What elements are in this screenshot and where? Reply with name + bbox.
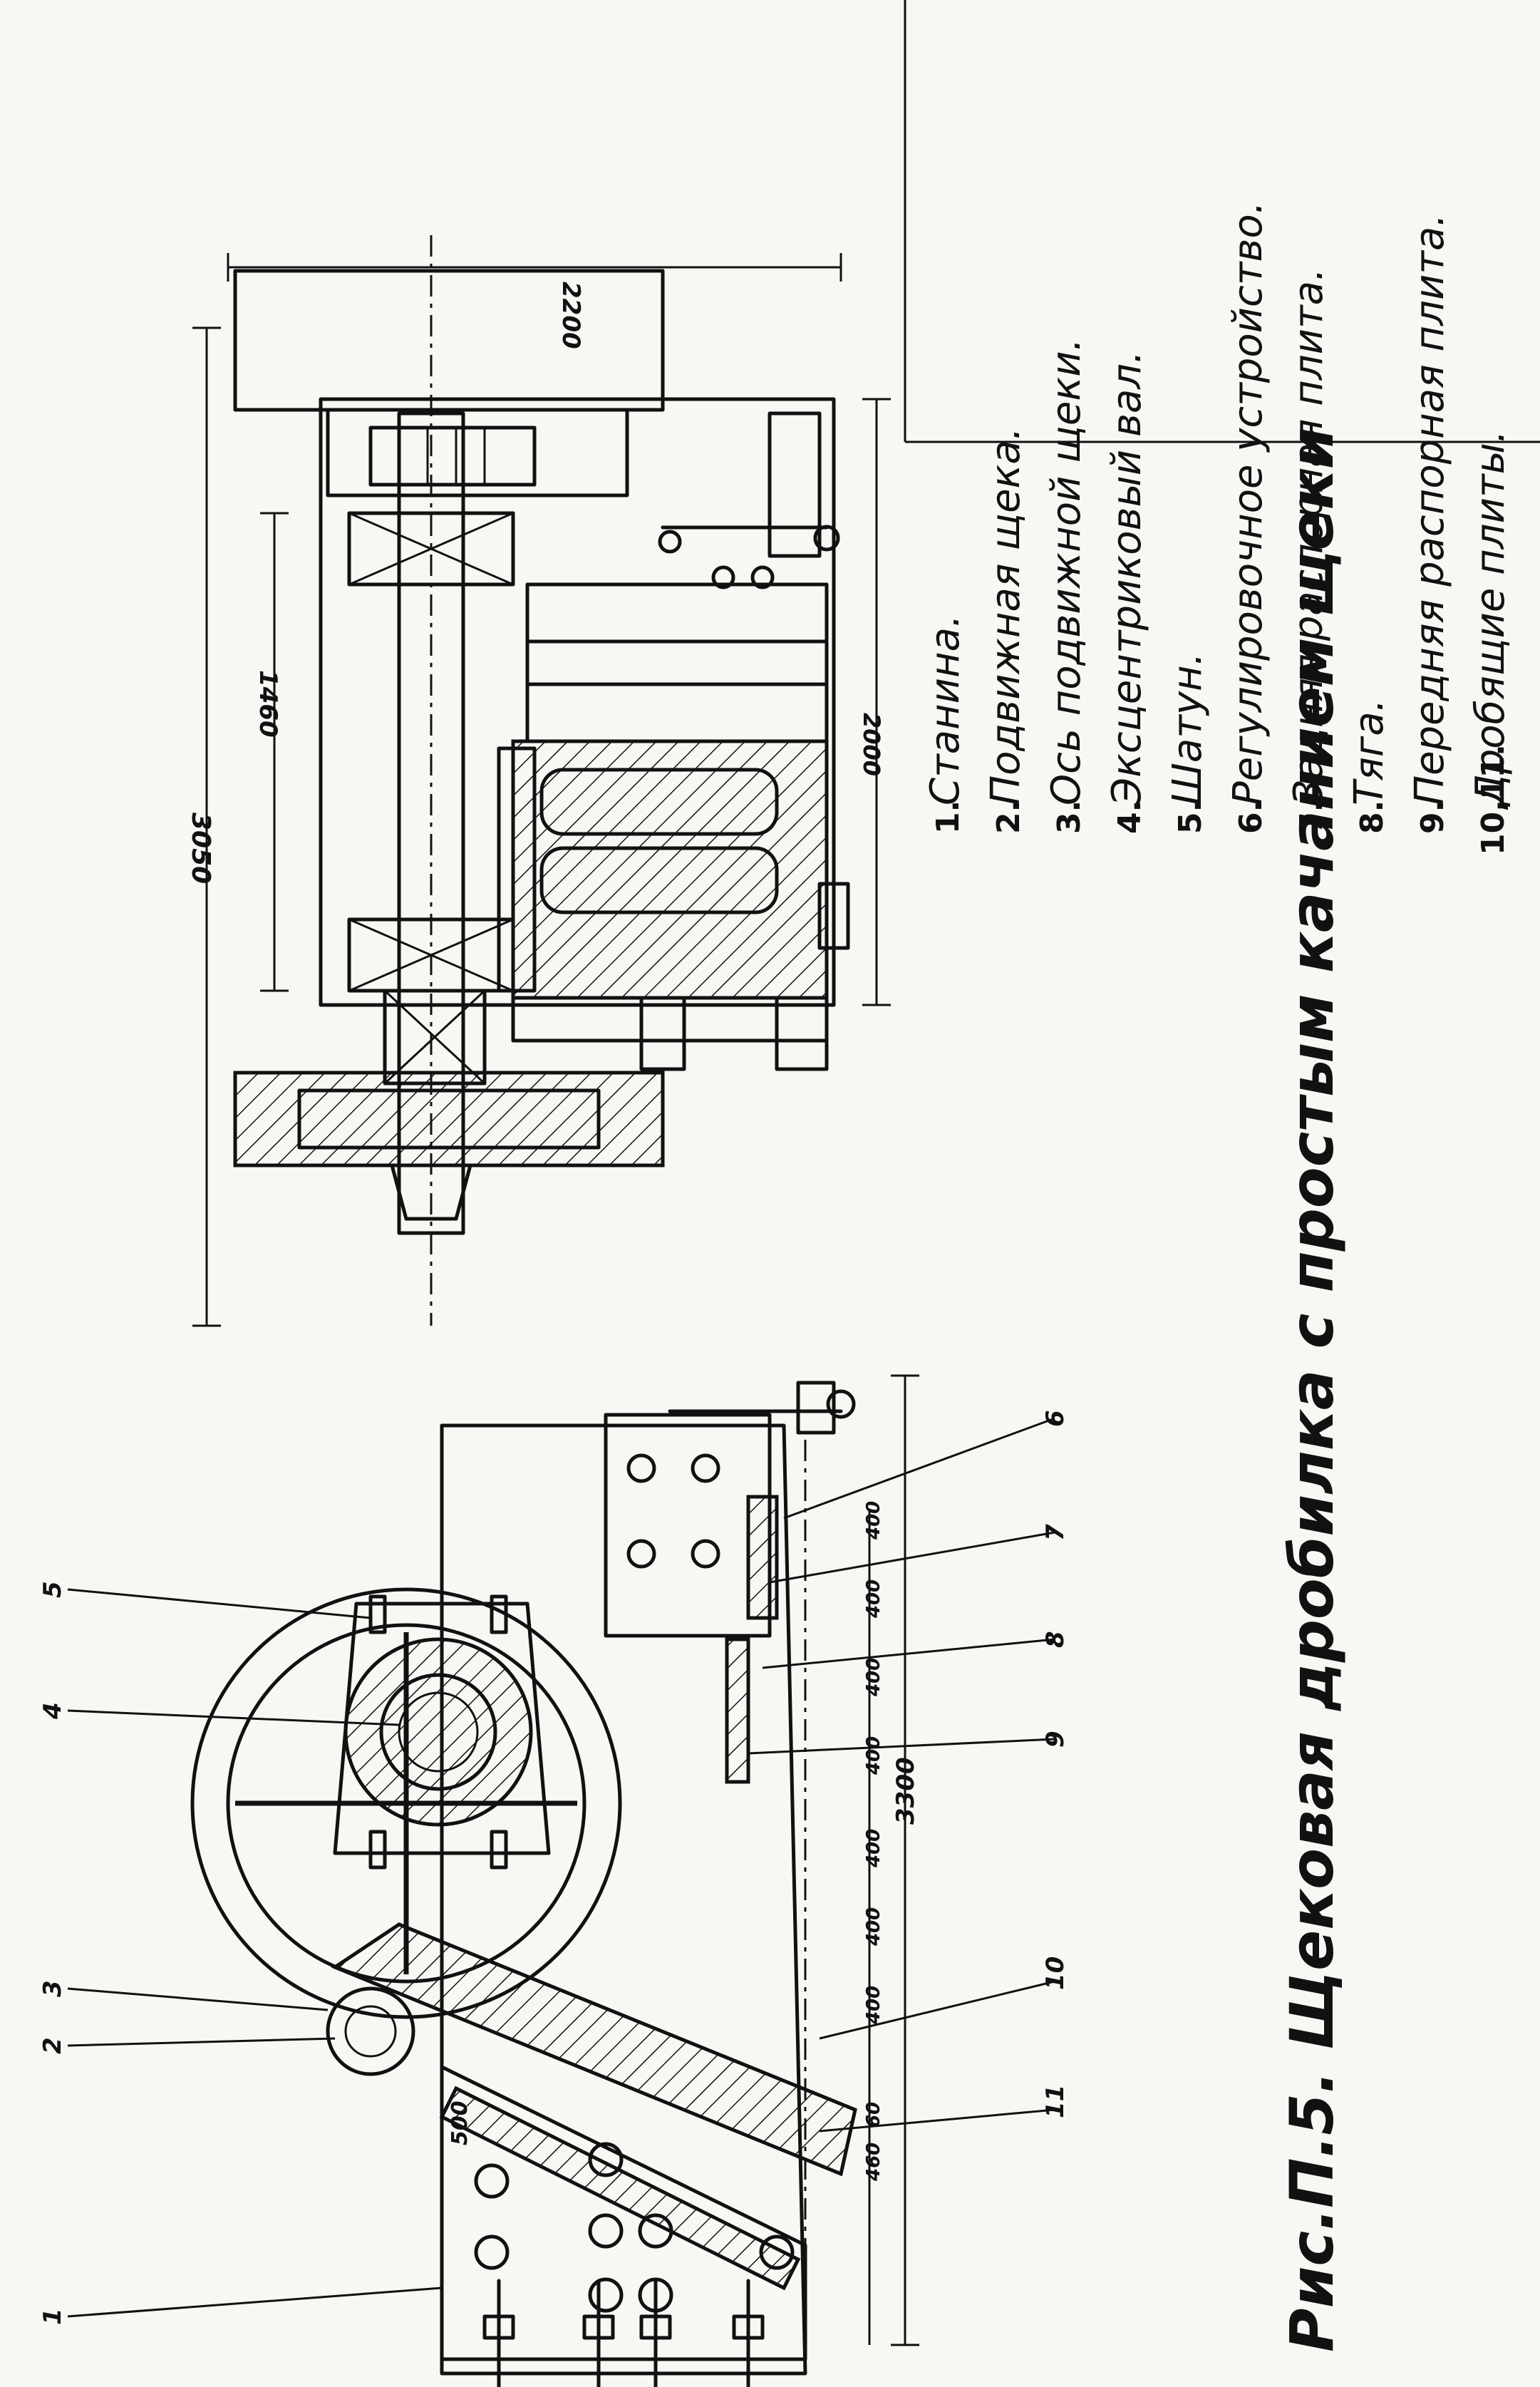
- dim-400-d: 400: [863, 1736, 884, 1775]
- callout-6: 6: [1041, 1410, 1070, 1427]
- dim-500: 500: [448, 2100, 472, 2145]
- bottom-bolts: [482, 2279, 765, 2387]
- legend-num-7: 7.: [1293, 800, 1330, 834]
- dim-3050: 3050: [186, 813, 215, 884]
- dim-400-b: 400: [863, 1579, 884, 1619]
- legend-num-6: 6.: [1233, 800, 1269, 834]
- callout-2: 2: [38, 2037, 67, 2054]
- callout-5: 5: [38, 1581, 67, 1598]
- side-view: 3300 400 400 400 400 400 400 400 60 460 …: [38, 1374, 1070, 2387]
- legend-text-10: Дробящие плиты.: [1467, 430, 1514, 808]
- callout-4: 4: [38, 1702, 67, 1720]
- legend-num-9: 9.: [1415, 800, 1451, 834]
- dim-400-e: 400: [863, 1829, 884, 1868]
- callout-8: 8: [1041, 1631, 1070, 1648]
- dim-1460: 1460: [254, 670, 282, 738]
- sheet-border: [904, 0, 1540, 443]
- dim-400-a: 400: [863, 1501, 884, 1540]
- section-frame: [319, 397, 836, 1007]
- pulley: [233, 269, 665, 412]
- section-view: 3050 1460 2200 2000: [186, 235, 891, 1327]
- legend-text-8: Тяга.: [1346, 699, 1392, 805]
- shaft-housing-top: [326, 408, 629, 497]
- callout-1: 1: [38, 2308, 67, 2325]
- dim-400-c: 400: [863, 1658, 884, 1697]
- legend: 1. Станина. 2. Подвижная щека. 3. Ось по…: [922, 202, 1514, 856]
- legend-text-5: Шатун.: [1164, 653, 1211, 805]
- legend-text-7: Задняя распорная плита.: [1286, 268, 1332, 805]
- eccentric-housing: [343, 1637, 533, 1827]
- dim-460: 460: [863, 2143, 884, 2182]
- legend-num-2: 2.: [991, 800, 1027, 834]
- flywheel: [190, 1587, 622, 2019]
- front-toggle-plate: [725, 1637, 750, 1784]
- legend-text-6: Регулировочное устройство.: [1225, 202, 1271, 806]
- callout-9: 9: [1041, 1731, 1070, 1748]
- legend-text-1: Станина.: [922, 614, 968, 805]
- rear-toggle-plate: [746, 1495, 779, 1620]
- legend-num-8: 8.: [1354, 800, 1390, 834]
- dim-60: 60: [863, 2102, 884, 2128]
- legend-num-10: 10,11.: [1475, 744, 1511, 855]
- legend-num-3: 3.: [1051, 800, 1087, 834]
- dim-400-f: 400: [863, 1907, 884, 1947]
- pitman: [333, 1602, 551, 1855]
- legend-text-9: Передняя распорная плита.: [1407, 214, 1453, 805]
- legend-num-5: 5.: [1172, 800, 1209, 834]
- legend-num-4: 4.: [1112, 800, 1148, 834]
- legend-text-4: Эксцентриковый вал.: [1104, 351, 1150, 806]
- dim-2000: 2000: [858, 713, 885, 776]
- legend-num-1: 1.: [930, 800, 966, 834]
- dim-2200: 2200: [557, 282, 585, 349]
- callout-10: 10: [1041, 1956, 1070, 1990]
- callouts: 1 2 3 4 5 6 7 8 9 10 11: [38, 1410, 1070, 2325]
- figure-caption: Рис.П.5. Щековая дробилка с простым кача…: [1277, 428, 1347, 2352]
- callout-11: 11: [1041, 2085, 1070, 2118]
- moving-jaw-section: [511, 739, 829, 1000]
- flywheel-section: [233, 1071, 665, 1167]
- legend-text-2: Подвижная щека.: [983, 428, 1029, 806]
- dim-3300: 3300: [892, 1757, 920, 1825]
- rear-block: [604, 1413, 772, 1638]
- callout-7: 7: [1041, 1524, 1070, 1541]
- moving-jaw: [331, 1922, 857, 2177]
- callout-3: 3: [38, 1980, 67, 1997]
- dim-400-g: 400: [863, 1986, 884, 2025]
- legend-text-3: Ось подвижной щеки.: [1043, 339, 1090, 805]
